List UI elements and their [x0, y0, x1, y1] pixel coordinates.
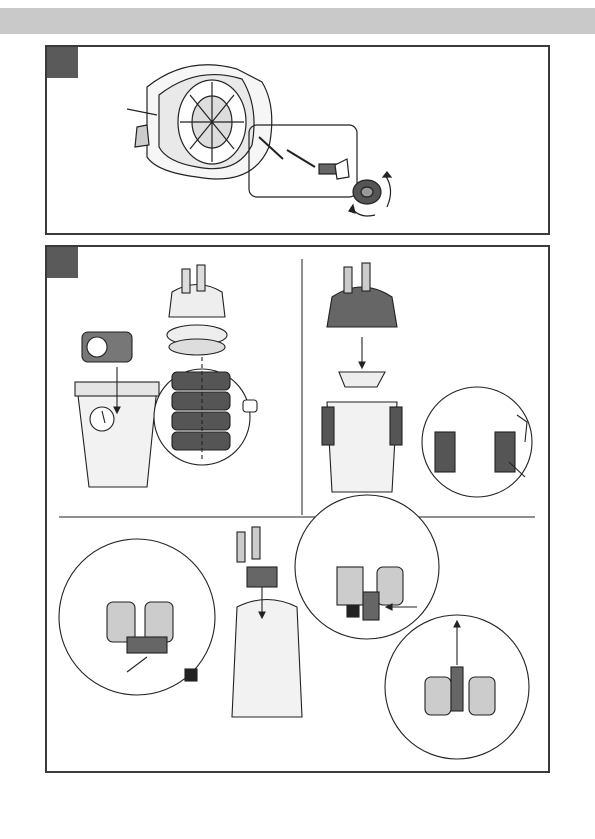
- pump-head-illustration: [47, 47, 548, 233]
- canister-illustration: [47, 247, 548, 771]
- step-panel-2: [45, 245, 550, 773]
- header-bar: [0, 8, 595, 34]
- step-panel-1: [45, 45, 550, 235]
